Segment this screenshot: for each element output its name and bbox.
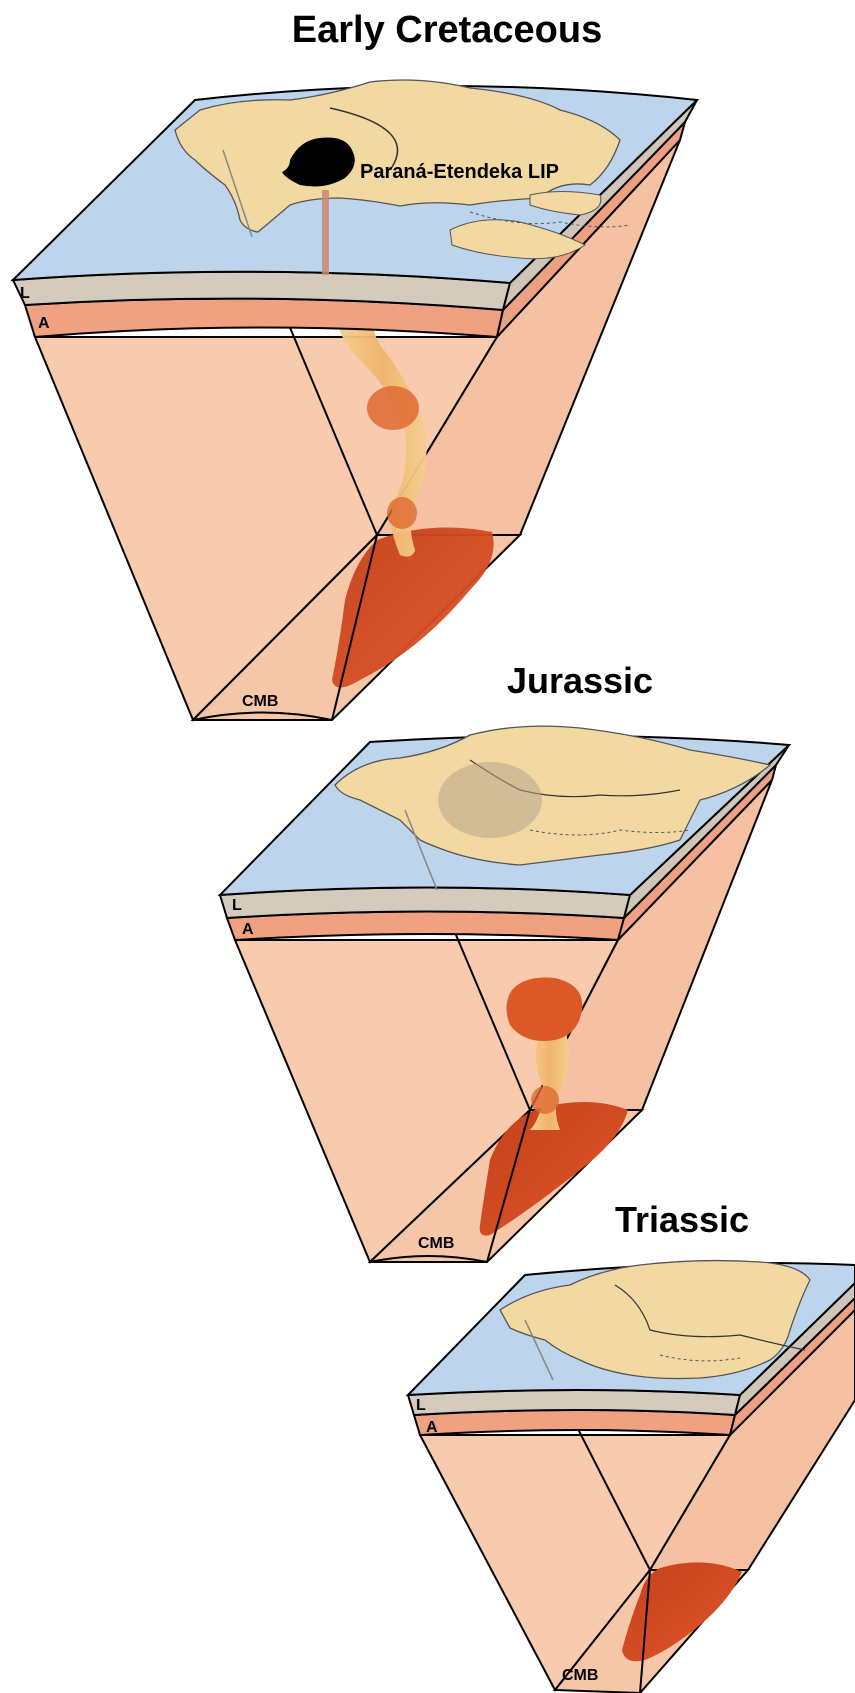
lithosphere-label: L [20,285,30,302]
panel-title: Jurassic [507,660,653,701]
panel-early-cretaceous: Early Cretaceous [13,9,697,720]
panel-title: Early Cretaceous [292,9,603,51]
panel-title: Triassic [615,1199,749,1240]
asthenosphere-label: A [242,921,254,938]
lithosphere-label: L [416,1397,426,1414]
asthenosphere-label: A [426,1419,438,1436]
cmb-label: CMB [562,1667,598,1684]
plume-blob [367,386,419,430]
lip-annotation: Paraná-Etendeka LIP [360,161,559,183]
plume-head [506,978,582,1042]
plume-head-shadow [438,762,542,838]
asthenosphere-label: A [38,315,50,332]
plume-blob [531,1086,559,1114]
asthenosphere-layer [227,912,624,941]
lithosphere-label: L [232,897,242,914]
panel-jurassic: Jurassic L A CMB [220,660,789,1262]
conduit [322,190,329,275]
asthenosphere-layer [414,1410,735,1435]
cmb-label: CMB [242,693,278,710]
cmb-label: CMB [418,1235,454,1252]
plume-blob [387,497,417,529]
panel-triassic: Triassic L A CMB [408,1199,855,1693]
